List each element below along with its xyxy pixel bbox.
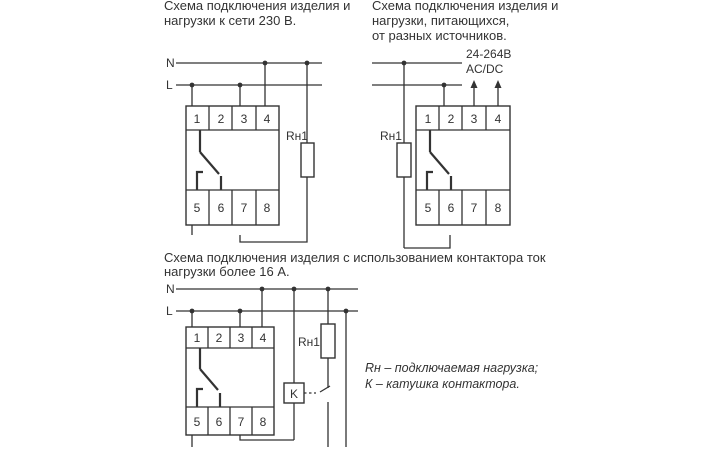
diagram-1-line-n-label: N: [166, 56, 175, 70]
diagram-1-terminal-5: 5: [194, 201, 201, 215]
diagram-2-load-resistor: [396, 142, 412, 178]
diagram-2-load-label: Rн1: [380, 129, 402, 143]
diagram-3-contactor-contact: [319, 385, 331, 393]
diagram-3-load-label: Rн1: [298, 335, 320, 349]
diagram-3-terminal-4: 4: [260, 331, 267, 345]
diagram-2-terminal-7: 7: [471, 201, 478, 215]
diagram-3-terminal-7: 7: [238, 415, 245, 429]
diagram-3-caption-line-2: нагрузки более 16 А.: [164, 264, 290, 279]
diagram-2-terminal-8: 8: [495, 201, 502, 215]
diagram-1-terminal-7: 7: [241, 201, 248, 215]
diagram-3-load-resistor: [320, 323, 336, 359]
diagram-1-terminal-6: 6: [218, 201, 225, 215]
diagram-3-terminal-3: 3: [238, 331, 245, 345]
diagram-3-terminal-2: 2: [216, 331, 223, 345]
legend: Rн – подключаемая нагрузка; К – катушка …: [365, 361, 539, 391]
diagram-3-terminal-6: 6: [216, 415, 223, 429]
diagram-2-terminal-2: 2: [448, 112, 455, 126]
diagram-2-terminal-4: 4: [495, 112, 502, 126]
diagram-3-wire: [239, 435, 294, 441]
diagram-2-source-label-line-2: AC/DC: [466, 62, 504, 76]
diagram-2-caption-line-3: от разных источников.: [372, 28, 507, 43]
diagram-2-relay-contact-symbol: [425, 130, 453, 190]
diagram-2-terminal-3: 3: [471, 112, 478, 126]
diagram-2-terminal-5: 5: [425, 201, 432, 215]
diagram-1-caption-line-2: нагрузки к сети 230 В.: [164, 13, 296, 28]
diagram-1-load-label: Rн1: [286, 129, 308, 143]
diagram-1-caption-line-1: Схема подключения изделия и: [164, 0, 350, 13]
diagram-3-terminal-8: 8: [260, 415, 267, 429]
diagram-3-relay-contact-symbol: [195, 348, 222, 407]
diagram-2-caption-line-1: Схема подключения изделия и: [372, 0, 558, 13]
diagram-3-line-n-label: N: [166, 282, 175, 296]
diagram-1-relay-contact-symbol: [195, 130, 223, 190]
diagram-2-terminal-1: 1: [425, 112, 432, 126]
diagram-1-terminal-4: 4: [264, 112, 271, 126]
diagram-3-caption-line-1: Схема подключения изделия с использовани…: [164, 250, 546, 265]
diagram-3-terminal-5: 5: [194, 415, 201, 429]
diagram-3-line-l-label: L: [166, 304, 173, 318]
diagram-3-terminal-1: 1: [194, 331, 201, 345]
diagram-2-caption-line-2: нагрузки, питающихся,: [372, 13, 509, 28]
diagram-3: Схема подключения изделия с использовани…: [164, 250, 546, 447]
diagram-2-wire: [404, 235, 451, 249]
legend-line-2: К – катушка контактора.: [365, 377, 520, 391]
diagram-1-load-resistor: [300, 142, 315, 178]
diagram-1-terminal-8: 8: [264, 201, 271, 215]
diagram-1-line-l-label: L: [166, 78, 173, 92]
diagram-1-wire: [239, 235, 308, 243]
diagram-2-terminal-6: 6: [448, 201, 455, 215]
diagram-1-terminal-3: 3: [241, 112, 248, 126]
diagram-1: Схема подключения изделия и нагрузки к с…: [164, 0, 350, 243]
diagram-1-terminal-1: 1: [194, 112, 201, 126]
diagram-2-source-label-line-1: 24-264В: [466, 47, 511, 61]
diagram-1-terminal-2: 2: [218, 112, 225, 126]
diagram-2-up-arrow-icon: [494, 80, 502, 88]
diagram-2: Схема подключения изделия и нагрузки, пи…: [372, 0, 558, 249]
diagram-3-contactor-label: K: [290, 387, 298, 401]
legend-line-1: Rн – подключаемая нагрузка;: [365, 361, 539, 375]
diagram-2-up-arrow-icon: [470, 80, 478, 88]
diagram-2-relay-body: [415, 105, 511, 226]
